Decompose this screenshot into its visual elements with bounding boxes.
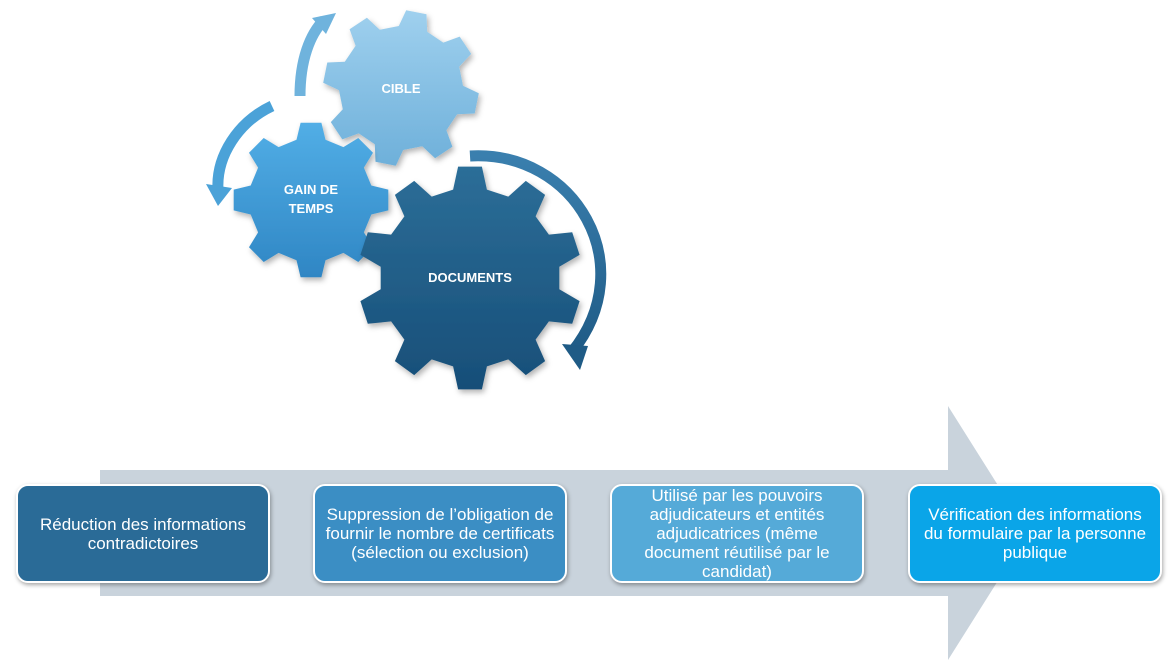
step-usage-text: Utilisé par les pouvoirs adjudicateurs e… [644,486,830,581]
gear-documents [360,166,580,390]
gear-time-saving-label-line2: TEMPS [289,201,334,216]
gear-documents-label: DOCUMENTS [428,270,512,285]
step-verification-box: Vérification des informations du formula… [908,484,1162,583]
gear-time-saving-label-line1: GAIN DE [284,182,339,197]
arc-arrow-target [294,13,336,97]
step-reduction-text: Réduction des informations contradictoir… [39,514,246,553]
gear-target-label: CIBLE [382,81,421,96]
step-reduction-box: Réduction des informations contradictoir… [16,484,270,583]
arc-arrow-time [206,101,275,206]
step-verification-text: Vérification des informations du formula… [923,505,1147,562]
gear-time-saving [233,122,389,278]
gear-target [323,10,479,166]
step-suppression-box: Suppression de l’obligation de fournir l… [313,484,567,583]
step-usage-box: Utilisé par les pouvoirs adjudicateurs e… [610,484,864,583]
step-suppression-text: Suppression de l’obligation de fournir l… [325,505,555,562]
arc-arrow-documents [469,150,607,370]
